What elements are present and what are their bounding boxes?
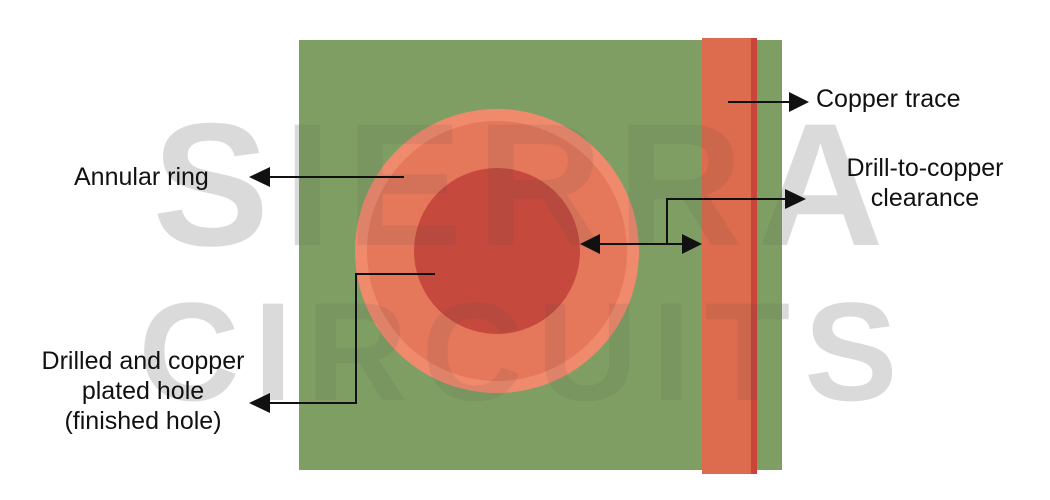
hole-label: Drilled and copper plated hole (finished…: [18, 346, 268, 436]
clearance-left-arrow-icon: [580, 234, 600, 254]
copper-trace-label: Copper trace: [816, 85, 961, 113]
copper-trace: [702, 38, 757, 474]
leader-lines: [268, 101, 793, 404]
hole-label-line2: plated hole: [81, 377, 205, 405]
copper-trace-arrow-icon: [789, 92, 809, 112]
clearance-label-line1: Drill-to-copper: [846, 154, 1004, 182]
annular-ring-label: Annular ring: [74, 163, 209, 191]
clearance-right-arrow-icon: [682, 234, 702, 254]
watermark-overlay-line1: SIERRA: [152, 88, 897, 283]
clearance-label: Drill-to-copper clearance: [820, 153, 1030, 213]
clearance-label-line2: clearance: [870, 184, 980, 212]
hole-leader: [268, 273, 435, 404]
hole-arrow-icon: [249, 393, 270, 413]
arrow-heads: [249, 92, 809, 413]
hole-label-line1: Drilled and copper: [41, 347, 245, 375]
clearance-arrow-icon: [785, 189, 806, 209]
drilled-hole: [414, 168, 580, 334]
copper-trace-edge: [751, 38, 757, 474]
clearance-leader: [666, 198, 785, 244]
hole-label-line3: (finished hole): [64, 407, 222, 435]
annular-ring-arrow-icon: [249, 167, 270, 187]
